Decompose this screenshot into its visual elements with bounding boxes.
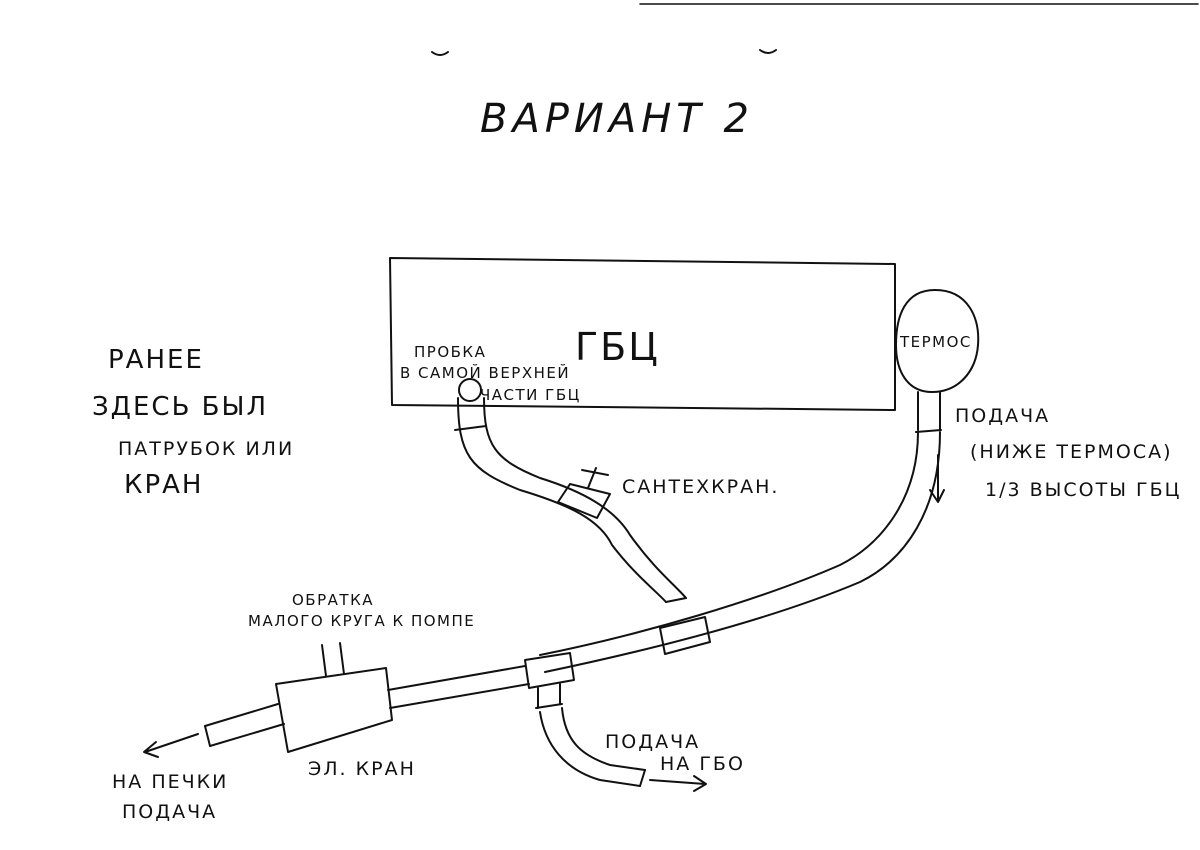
heater-label-line1: НА ПЕЧКИ [112, 771, 228, 793]
supply-right-line1: ПОДАЧА [955, 405, 1050, 427]
plug-circle [458, 378, 482, 402]
electric-valve-label: ЭЛ. КРАН [308, 758, 416, 780]
previous-note-line2: ЗДЕСЬ БЫЛ [92, 392, 268, 422]
heater-outlet-pipe [204, 703, 285, 747]
previous-note-line3: ПАТРУБОК ИЛИ [118, 438, 294, 460]
supply-arrow-down [929, 454, 945, 503]
thermostat-label: ТЕРМОС [899, 333, 972, 351]
previous-note-line4: КРАН [124, 470, 203, 500]
supply-right-line3: 1/3 ВЫСОТЫ ГБЦ [985, 479, 1181, 501]
return-pipe [321, 642, 345, 677]
return-label-line1: ОБРАТКА [292, 591, 374, 609]
punch-mark-left [431, 51, 449, 56]
valve-label: САНТЕХКРАН. [622, 476, 779, 498]
cylinder-head-block [389, 257, 896, 411]
sanitary-valve [557, 467, 611, 519]
plug-pipe [454, 397, 687, 603]
plug-pipe-end-collar [665, 597, 687, 603]
return-label-line2: МАЛОГО КРУГА К ПОМПЕ [248, 612, 475, 630]
supply-right-line2: (НИЖЕ ТЕРМОСА) [970, 441, 1173, 463]
plug-label-line3: ЧАСТИ ГБЦ [480, 386, 581, 404]
gbo-label-line2: НА ГБО [660, 753, 745, 775]
main-line [387, 665, 530, 709]
gbo-branch-pipe [535, 683, 646, 787]
punch-mark-right [759, 49, 777, 54]
previous-note-line1: РАНЕЕ [108, 345, 204, 375]
plug-label-line2: В САМОЙ ВЕРХНЕЙ [400, 363, 570, 382]
heater-label-line2: ПОДАЧА [122, 801, 217, 823]
heater-arrow [143, 733, 199, 758]
gbo-arrow [649, 775, 707, 792]
diagram-title: ВАРИАНТ 2 [480, 96, 754, 142]
electric-valve-body [275, 667, 393, 753]
thermostat-housing [895, 289, 980, 393]
thermostat-supply-hose [539, 391, 942, 673]
cylinder-head-label: ГБЦ [575, 325, 660, 369]
plug-label-line1: ПРОБКА [414, 343, 486, 361]
gbo-label-line1: ПОДАЧА [605, 731, 700, 753]
tee-fitting-lower [524, 652, 575, 689]
